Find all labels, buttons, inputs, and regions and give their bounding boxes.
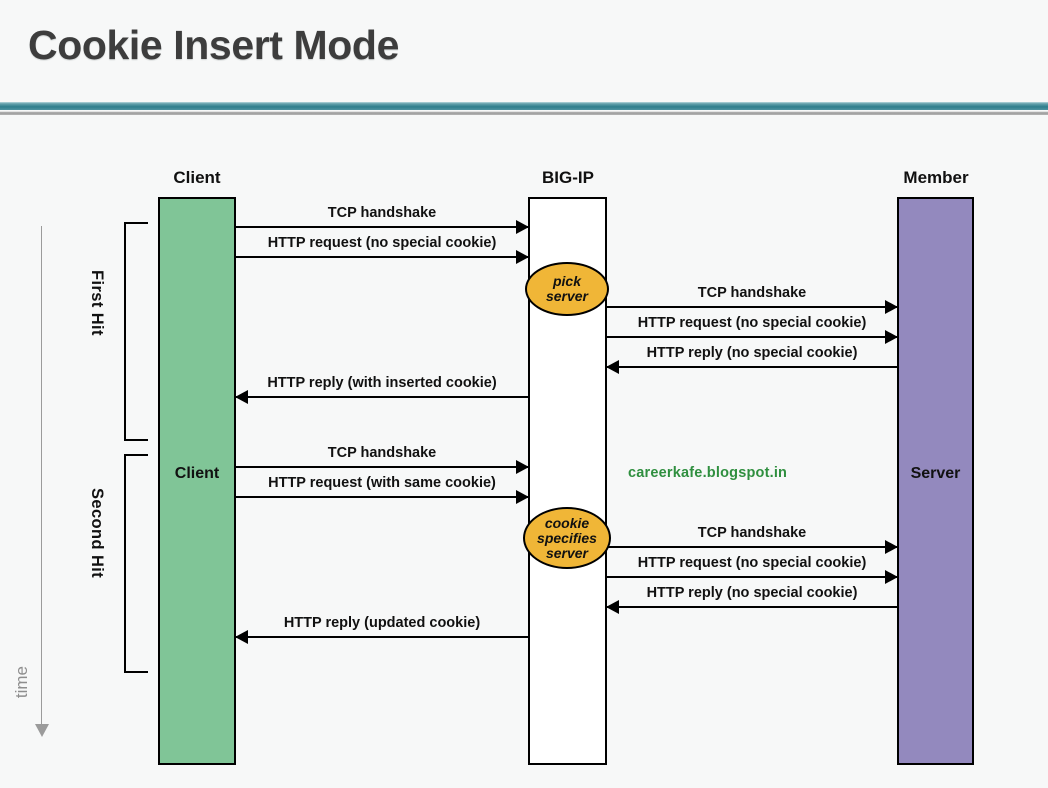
time-axis-label: time bbox=[12, 666, 31, 699]
message-label: HTTP request (no special cookie) bbox=[267, 235, 497, 251]
message-client-bigip-http-request-2: HTTP request (with same cookie) bbox=[236, 474, 529, 504]
message-label: HTTP reply (updated cookie) bbox=[283, 615, 481, 631]
decision-line-2: server bbox=[545, 288, 589, 304]
arrow-right-icon bbox=[516, 459, 529, 474]
message-bigip-member-http-request-2: HTTP request (no special cookie) bbox=[607, 554, 898, 584]
watermark-text: careerkafe.blogspot.in bbox=[628, 465, 788, 481]
arrow-right-icon bbox=[885, 539, 898, 554]
lifeline-inner-label-member: Server bbox=[910, 465, 961, 482]
lifeline-header-client: Client bbox=[173, 168, 221, 187]
message-bigip-member-http-request-1: HTTP request (no special cookie) bbox=[607, 314, 898, 344]
phase-label-second-hit: Second Hit bbox=[88, 488, 106, 579]
message-line bbox=[607, 366, 897, 368]
arrow-left-icon bbox=[606, 599, 619, 614]
decision-line-1: pick bbox=[552, 273, 581, 289]
lifeline-header-member: Member bbox=[903, 168, 969, 187]
message-line bbox=[236, 636, 528, 638]
message-client-bigip-tcp-handshake-2: TCP handshake bbox=[236, 444, 529, 474]
arrow-right-icon bbox=[885, 299, 898, 314]
arrow-left-icon bbox=[235, 389, 248, 404]
message-member-bigip-http-reply-1: HTTP reply (no special cookie) bbox=[606, 344, 897, 374]
lifeline-inner-label-client: Client bbox=[174, 465, 220, 482]
message-label: HTTP reply (no special cookie) bbox=[646, 585, 858, 601]
arrow-right-icon bbox=[885, 569, 898, 584]
message-line bbox=[607, 576, 897, 578]
message-line bbox=[236, 466, 528, 468]
message-label: HTTP reply (with inserted cookie) bbox=[267, 375, 497, 391]
sequence-diagram: time First Hit Second Hit Client BIG-IP … bbox=[0, 118, 1048, 788]
decision-line-3: server bbox=[545, 544, 589, 561]
decision-line-2: specifies bbox=[537, 529, 597, 546]
message-line bbox=[607, 336, 897, 338]
decision-oval-cookie-specifies-server[interactable]: cookie specifies server bbox=[523, 507, 611, 569]
message-label: HTTP request (no special cookie) bbox=[637, 315, 867, 331]
message-bigip-member-tcp-handshake-1: TCP handshake bbox=[607, 284, 898, 314]
message-line bbox=[236, 256, 528, 258]
message-line bbox=[236, 496, 528, 498]
message-label: HTTP request (with same cookie) bbox=[268, 475, 496, 491]
phase-bracket-second-hit bbox=[124, 454, 148, 673]
arrow-right-icon bbox=[516, 249, 529, 264]
message-bigip-client-http-reply-2: HTTP reply (updated cookie) bbox=[235, 614, 528, 644]
message-label: TCP handshake bbox=[327, 445, 437, 461]
arrow-left-icon bbox=[235, 629, 248, 644]
message-line bbox=[236, 226, 528, 228]
message-line bbox=[607, 306, 897, 308]
message-label: TCP handshake bbox=[697, 525, 807, 541]
message-bigip-member-tcp-handshake-2: TCP handshake bbox=[607, 524, 898, 554]
decision-line-1: cookie bbox=[544, 514, 590, 531]
time-axis-arrow-icon bbox=[35, 724, 49, 737]
message-label: TCP handshake bbox=[327, 205, 437, 221]
phase-bracket-first-hit bbox=[124, 222, 148, 441]
lifeline-client[interactable]: Client bbox=[158, 197, 236, 765]
arrow-left-icon bbox=[606, 359, 619, 374]
title-divider-accent bbox=[0, 102, 1048, 110]
message-member-bigip-http-reply-2: HTTP reply (no special cookie) bbox=[606, 584, 897, 614]
message-label: HTTP reply (no special cookie) bbox=[646, 345, 858, 361]
page-title: Cookie Insert Mode bbox=[28, 22, 399, 68]
message-client-bigip-tcp-handshake-1: TCP handshake bbox=[236, 204, 529, 234]
decision-oval-pick-server[interactable]: pick server bbox=[525, 262, 609, 316]
time-axis-line bbox=[41, 226, 43, 726]
lifeline-header-bigip: BIG-IP bbox=[542, 168, 594, 187]
message-line bbox=[607, 546, 897, 548]
title-divider-shadow bbox=[0, 111, 1048, 115]
message-line bbox=[607, 606, 897, 608]
lifeline-member[interactable]: Server bbox=[897, 197, 974, 765]
arrow-right-icon bbox=[516, 219, 529, 234]
phase-label-first-hit: First Hit bbox=[88, 270, 106, 336]
arrow-right-icon bbox=[885, 329, 898, 344]
message-label: TCP handshake bbox=[697, 285, 807, 301]
message-label: HTTP request (no special cookie) bbox=[637, 555, 867, 571]
message-line bbox=[236, 396, 528, 398]
message-bigip-client-http-reply-1: HTTP reply (with inserted cookie) bbox=[235, 374, 528, 404]
message-client-bigip-http-request-1: HTTP request (no special cookie) bbox=[236, 234, 529, 264]
arrow-right-icon bbox=[516, 489, 529, 504]
